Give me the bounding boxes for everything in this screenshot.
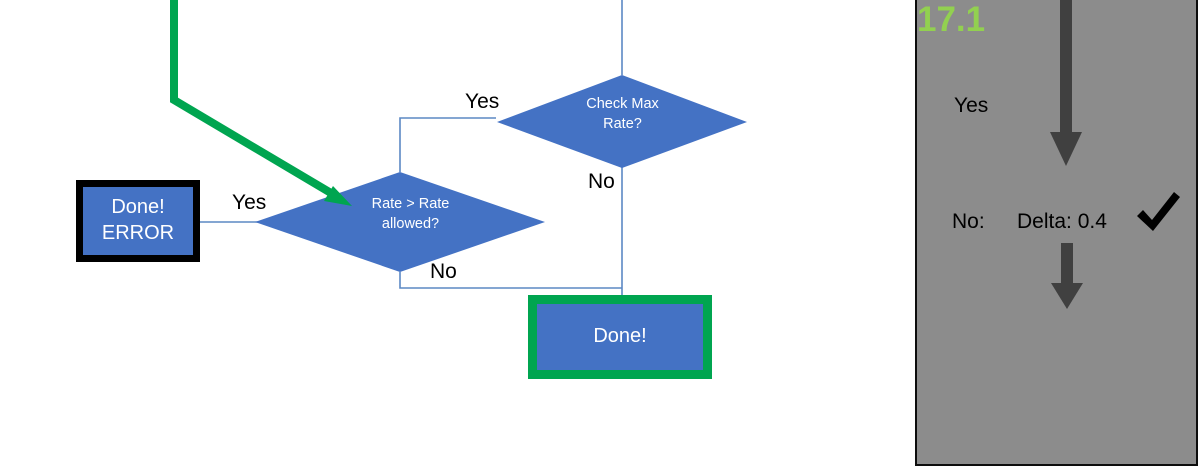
connector-rate-no bbox=[399, 272, 622, 289]
flowchart-canvas bbox=[170, 0, 747, 298]
node-done-label: Done! bbox=[593, 325, 647, 348]
panel-no-label: No: bbox=[952, 210, 985, 233]
node-done[interactable]: Done! bbox=[528, 295, 712, 379]
node-done-error[interactable]: Done! ERROR bbox=[76, 180, 200, 262]
connector-checkmax-yes bbox=[399, 117, 496, 172]
edge-label-rate-yes: Yes bbox=[232, 191, 267, 214]
panel-delta-value: Delta: 0.4 bbox=[1017, 210, 1107, 233]
decision-check-max-rate[interactable] bbox=[497, 75, 747, 168]
check-mark-icon bbox=[1137, 192, 1180, 231]
result-panel: Yes No: Delta: 0.4 17.1 bbox=[915, 0, 1198, 466]
node-done-error-line2: ERROR bbox=[101, 222, 175, 244]
edge-label-rate-no: No bbox=[430, 260, 457, 283]
edge-label-checkmax-no: No bbox=[588, 170, 615, 193]
green-arrow-head-icon bbox=[324, 186, 352, 206]
decision-rate-gt-allowed[interactable] bbox=[255, 172, 545, 272]
panel-yes-label: Yes bbox=[954, 94, 989, 117]
panel-result-value: 17.1 bbox=[917, 0, 986, 39]
node-done-error-line1: Done! bbox=[111, 196, 165, 219]
green-flow-line bbox=[170, 0, 339, 200]
down-arrow-icon-bottom bbox=[1051, 243, 1083, 309]
edge-label-checkmax-yes: Yes bbox=[465, 90, 500, 113]
down-arrow-icon-top bbox=[1050, 0, 1082, 166]
